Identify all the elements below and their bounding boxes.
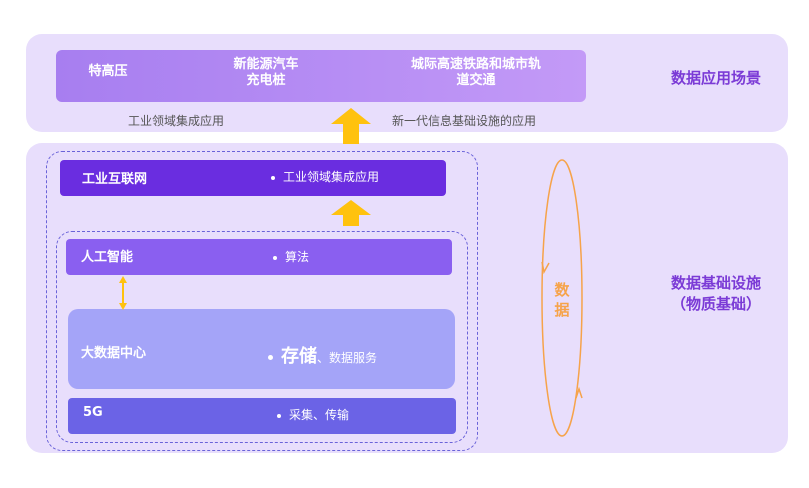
scenario-uhv: 特高压 (88, 64, 128, 79)
big-data-center-detail: 存储、数据服务 (268, 342, 377, 368)
5g-detail: 采集、传输 (277, 406, 349, 423)
data-cycle-label: 数 据 (554, 281, 570, 319)
infrastructure-title: 数据基础设施 （物质基础） (670, 274, 761, 313)
data-service-text: 、数据服务 (317, 351, 378, 365)
application-title: 数据应用场景 (670, 69, 761, 87)
caption-new-infrastructure: 新一代信息基础设施的应用 (392, 114, 537, 128)
big-data-center-label: 大数据中心 (81, 346, 147, 361)
layer-5g (68, 398, 456, 434)
storage-text: 存储 (281, 346, 317, 367)
industrial-internet-detail: 工业领域集成应用 (271, 168, 379, 185)
scenario-ev-charging: 新能源汽车 充电桩 (233, 57, 299, 88)
scenario-rail-transit: 城际高速铁路和城市轨 道交通 (410, 57, 541, 88)
bullet-icon (271, 175, 275, 180)
outer-dashed-group (46, 151, 478, 451)
data-cycle-icon (541, 159, 583, 437)
ai-detail-text: 算法 (285, 250, 310, 264)
caption-industrial: 工业领域集成应用 (128, 114, 225, 128)
bullet-icon (273, 255, 277, 260)
bullet-icon (277, 413, 281, 418)
industrial-internet-label: 工业互联网 (82, 172, 148, 187)
double-arrow-icon (119, 276, 127, 310)
5g-label: 5G (83, 405, 103, 420)
layer-big-data-center (68, 309, 455, 389)
inner-dashed-group (56, 231, 468, 443)
up-arrow-icon (331, 200, 371, 226)
layer-ai (66, 239, 452, 275)
bullet-icon (268, 355, 273, 360)
layer-industrial-internet (60, 160, 446, 196)
up-arrow-icon (331, 108, 371, 144)
ai-label: 人工智能 (81, 250, 134, 265)
5g-detail-text: 采集、传输 (289, 408, 350, 422)
ai-detail: 算法 (273, 248, 309, 265)
industrial-internet-detail-text: 工业领域集成应用 (283, 170, 380, 184)
scenario-bar (56, 50, 586, 102)
